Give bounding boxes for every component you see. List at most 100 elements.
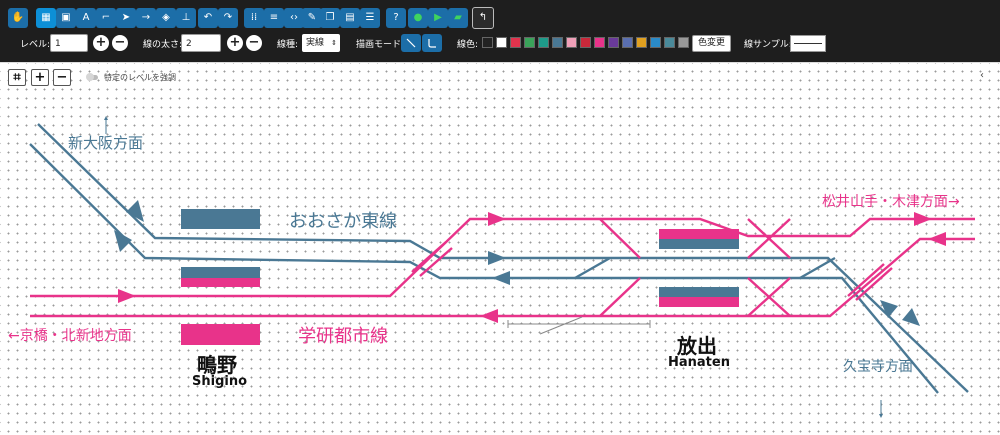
color-swatch[interactable]: [636, 37, 647, 48]
color-swatch[interactable]: [594, 37, 605, 48]
shigino-platform-mid-pink: [181, 278, 260, 287]
pink-track-lower: [30, 237, 975, 318]
pink-arrow-right-far: [914, 212, 932, 226]
train-icon[interactable]: ▣: [56, 8, 76, 28]
book-icon[interactable]: ▰: [448, 8, 468, 28]
chat-icon[interactable]: ●: [408, 8, 428, 28]
straight-mode-button[interactable]: [401, 34, 421, 52]
width-input[interactable]: 2: [181, 34, 221, 52]
level-decrease-button[interactable]: −: [112, 35, 128, 51]
pink-crossover-6: [747, 277, 791, 317]
width-label: 線の太さ:: [143, 40, 183, 50]
undo-icon[interactable]: ↶: [198, 8, 218, 28]
level-increase-button[interactable]: +: [93, 35, 109, 51]
label-gakken-line: 学研都市線: [298, 326, 388, 347]
fit-view-icon[interactable]: ⌗: [8, 69, 26, 86]
color-label: 線色:: [457, 40, 479, 50]
blue-arrow-up-left: [114, 230, 132, 252]
linetype-value: 実線: [306, 38, 325, 48]
station-name-hanaten: 放出: [677, 334, 717, 358]
color-swatch[interactable]: [566, 37, 577, 48]
redo-icon[interactable]: ↷: [218, 8, 238, 28]
zoom-out-button[interactable]: −: [53, 69, 71, 86]
save-icon[interactable]: ▤: [340, 8, 360, 28]
pink-crossing-mark-right: [847, 263, 885, 297]
color-swatch[interactable]: [482, 37, 493, 48]
color-swatch[interactable]: [580, 37, 591, 48]
color-swatch[interactable]: [552, 37, 563, 48]
hanaten-platform-top-blue: [659, 239, 739, 249]
highlight-level-label: 特定のレベルを強調: [104, 73, 176, 82]
blue-crossover-left: [574, 256, 611, 280]
label-shin-osaka: 新大阪方面: [68, 134, 144, 152]
select-grid-icon[interactable]: ⁞⁞: [244, 8, 264, 28]
label-kyobashi: ←京橋・北新地方面: [8, 328, 132, 344]
text-icon[interactable]: A: [76, 8, 96, 28]
color-swatch[interactable]: [622, 37, 633, 48]
label-osaka-higashi-line: おおさか東線: [289, 211, 397, 232]
pointer-icon[interactable]: ➤: [116, 8, 136, 28]
draw-mode-label: 描画モード:: [356, 40, 405, 50]
color-swatch[interactable]: [510, 37, 521, 48]
align-icon[interactable]: ≡: [264, 8, 284, 28]
drawing-canvas[interactable]: [0, 62, 1000, 435]
youtube-icon[interactable]: ▶: [428, 8, 448, 28]
back-icon[interactable]: ↰: [472, 7, 494, 29]
pink-crossing-mark-left: [411, 241, 447, 273]
color-swatch[interactable]: [650, 37, 661, 48]
pink-arrow-right-bottom: [118, 289, 136, 303]
fill-icon[interactable]: ◈: [156, 8, 176, 28]
blue-track-lower: [29, 143, 939, 394]
line-sample: [790, 35, 826, 52]
shigino-platform-blue: [181, 209, 260, 229]
copy-icon[interactable]: ❐: [320, 8, 340, 28]
arrow-icon[interactable]: →: [136, 8, 156, 28]
color-swatch[interactable]: [678, 37, 689, 48]
line-tool-icon[interactable]: ⌐: [96, 8, 116, 28]
color-swatch[interactable]: [664, 37, 675, 48]
level-input[interactable]: 1: [50, 34, 88, 52]
blue-track-upper: [37, 123, 969, 393]
chevron-left-icon[interactable]: ‹: [980, 70, 984, 81]
color-change-button[interactable]: 色変更: [692, 35, 732, 52]
station-name-shigino-en: Shigino: [192, 374, 248, 389]
color-swatch[interactable]: [496, 37, 507, 48]
color-swatch[interactable]: [524, 37, 535, 48]
hanaten-platform-bottom-blue: [659, 287, 739, 297]
hanaten-platform-bottom-pink: [659, 297, 739, 307]
highlight-level-toggle[interactable]: [86, 73, 98, 81]
shigino-platform-pink: [181, 324, 260, 345]
pink-crossing-mark-right-2: [855, 267, 893, 301]
blue-arrow-up-right: [880, 300, 898, 318]
color-swatch[interactable]: [608, 37, 619, 48]
chevron-updown-icon: ⇕: [331, 39, 337, 47]
grid-icon[interactable]: ▦: [36, 8, 56, 28]
color-swatch[interactable]: [538, 37, 549, 48]
width-decrease-button[interactable]: −: [246, 35, 262, 51]
line-sample-label: 線サンプル:: [744, 40, 792, 50]
hanaten-platform-top-pink: [659, 229, 739, 239]
database-icon[interactable]: ☰: [360, 8, 380, 28]
grey-track-2: [539, 316, 583, 335]
linetype-select[interactable]: 実線 ⇕: [302, 34, 340, 52]
pink-arrow-right-top: [488, 212, 506, 226]
help-icon[interactable]: ?: [386, 8, 406, 28]
stamp-icon[interactable]: ⊥: [176, 8, 196, 28]
blue-crossover-right: [799, 256, 836, 280]
label-kudaraji: 久宝寺方面: [843, 359, 913, 375]
blue-arrow-left-mid: [492, 271, 510, 285]
zoom-in-button[interactable]: +: [31, 69, 49, 86]
blue-arrow-down-right: [902, 308, 920, 326]
hand-icon[interactable]: ✋: [8, 8, 28, 28]
pink-arrow-left-bottom: [480, 309, 498, 323]
blue-arrow-down-left: [126, 200, 144, 222]
linetype-label: 線種:: [277, 40, 299, 50]
station-name-hanaten-en: Hanaten: [668, 355, 730, 370]
pink-crossover-1: [599, 218, 641, 259]
edit-icon[interactable]: ✎: [302, 8, 322, 28]
pink-arrow-left-far: [928, 232, 946, 246]
width-increase-button[interactable]: +: [227, 35, 243, 51]
shigino-platform-mid-blue: [181, 267, 260, 278]
code-icon[interactable]: ‹›: [284, 8, 304, 28]
curve-mode-button[interactable]: [422, 34, 442, 52]
